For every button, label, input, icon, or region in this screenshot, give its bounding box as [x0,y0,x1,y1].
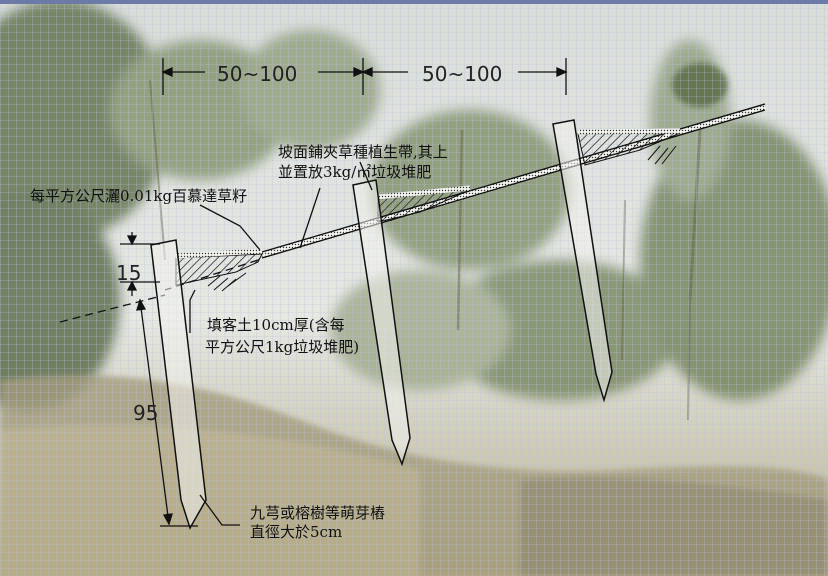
fill-soil-note-line1: 填客土10cm厚(含每 [207,316,345,334]
seed-layer-thickness-label: 15 [116,261,141,285]
fill-soil-note-line2: 平方公尺1kg垃圾堆肥) [205,338,359,356]
stakes [150,119,613,530]
stake-note-line1: 九芎或榕樹等萌芽樁 [250,504,385,522]
grass-belt-note-line2: 並置放3kg/㎡垃圾堆肥 [278,163,431,181]
grass-belt-note-line1: 坡面鋪夾草種植生帶,其上 [278,143,448,161]
stake-middle [352,179,411,467]
stake-note-line2: 直徑大於5cm [250,523,342,541]
spacing-right-label: 50~100 [422,62,502,86]
dimension-text: 50~100 50~100 15 95 [116,62,502,425]
annotation-text: 坡面鋪夾草種植生帶,其上 並置放3kg/㎡垃圾堆肥 每平方公尺灑0.01kg百慕… [30,143,448,541]
seed-rate-note: 每平方公尺灑0.01kg百慕達草籽 [30,187,247,205]
fill-soil-wedges [175,128,681,292]
dimension-lines [120,58,568,527]
stake-left [150,239,207,530]
stake-embed-depth-label: 95 [133,401,158,425]
stake-right [552,119,613,403]
spacing-left-label: 50~100 [217,62,297,86]
